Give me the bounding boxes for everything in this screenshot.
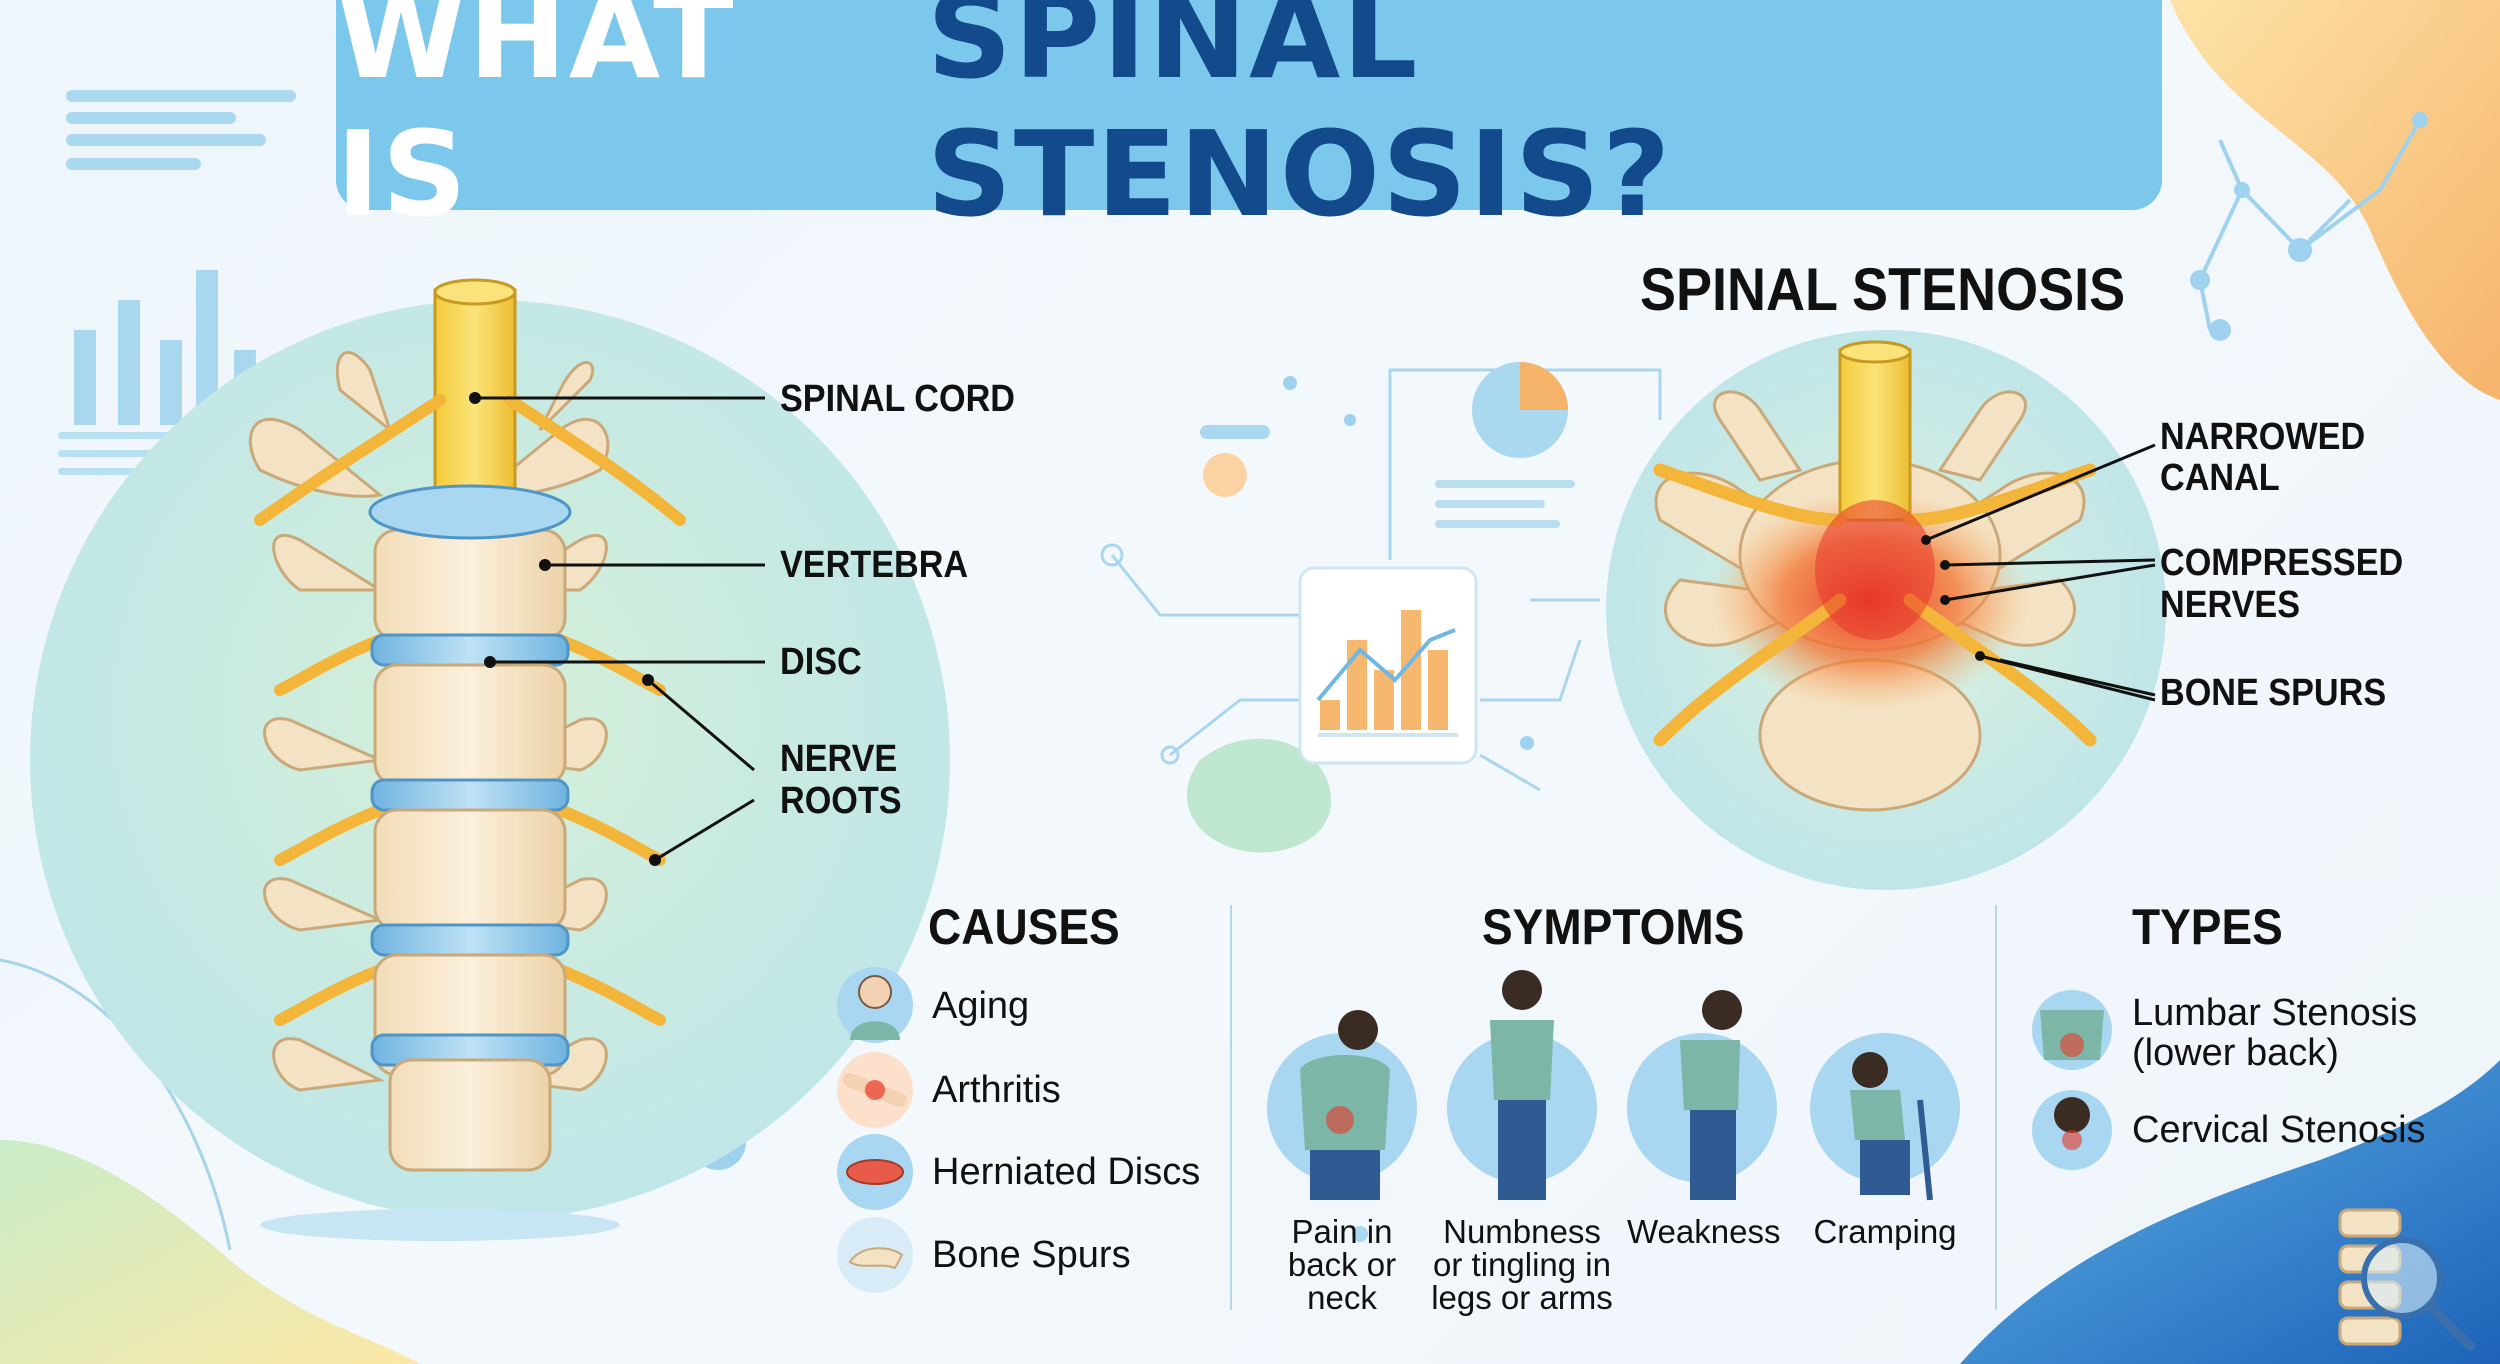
label-nerve-roots-line1: NERVE bbox=[780, 738, 898, 780]
cause-item-arthritis: Arthritis bbox=[932, 1069, 1061, 1111]
symptom-pain-line2: back or bbox=[1287, 1246, 1397, 1283]
inflamed-joint-icon bbox=[837, 1052, 913, 1128]
symptom-weakness: Weakness bbox=[1627, 1213, 1781, 1250]
label-narrowed-line1: NARROWED bbox=[2160, 416, 2366, 458]
weakness-icon bbox=[1627, 990, 1777, 1200]
lower-back-icon bbox=[2032, 990, 2112, 1070]
type-lumbar-line2: (lower back) bbox=[2132, 1032, 2339, 1074]
label-disc: DISC bbox=[780, 641, 862, 683]
label-bone-spurs: BONE SPURS bbox=[2160, 672, 2387, 714]
divider-symptoms-types bbox=[1995, 905, 1997, 1310]
cause-item-bone-spurs: Bone Spurs bbox=[932, 1234, 1131, 1276]
stenosis-diagram-title: SPINAL STENOSIS bbox=[1640, 256, 2126, 323]
label-compressed-line1: COMPRESSED bbox=[2160, 542, 2404, 584]
symptom-cramping: Cramping bbox=[1805, 1215, 1965, 1248]
numbness-icon bbox=[1447, 970, 1597, 1200]
herniated-disc-icon bbox=[837, 1134, 913, 1210]
type-item-lumbar: Lumbar Stenosis (lower back) bbox=[2132, 993, 2417, 1073]
symptoms-heading: SYMPTOMS bbox=[1482, 899, 1745, 955]
type-cervical-line1: Cervical Stenosis bbox=[2132, 1109, 2426, 1151]
cause-item-aging: Aging bbox=[932, 985, 1030, 1027]
bone-spur-icon bbox=[837, 1217, 913, 1293]
cause-item-herniated-discs: Herniated Discs bbox=[932, 1151, 1201, 1193]
symptom-numbness-line1: Numbness bbox=[1443, 1213, 1601, 1250]
cramping-icon bbox=[1810, 1033, 1960, 1201]
label-vertebra: VERTEBRA bbox=[780, 544, 969, 586]
symptom-pain: Pain in back or neck bbox=[1272, 1215, 1412, 1314]
label-spinal-cord: SPINAL CORD bbox=[780, 378, 1015, 420]
causes-heading: CAUSES bbox=[928, 899, 1120, 955]
label-compressed-line2: NERVES bbox=[2160, 584, 2301, 626]
vertebral-column bbox=[368, 484, 572, 1172]
symptom-numbness-line3: legs or arms bbox=[1431, 1279, 1613, 1316]
label-nerve-roots-line2: ROOTS bbox=[780, 780, 902, 822]
label-narrowed-line2: CANAL bbox=[2160, 457, 2280, 499]
symptom-numbness-line2: or tingling in bbox=[1433, 1246, 1611, 1283]
type-lumbar-line1: Lumbar Stenosis bbox=[2132, 992, 2418, 1034]
back-pain-icon bbox=[1267, 1010, 1417, 1200]
magnifying-glass-spine-icon bbox=[2338, 1208, 2475, 1351]
symptom-numbness: Numbness or tingling in legs or arms bbox=[1422, 1215, 1622, 1314]
symptom-pain-line3: neck bbox=[1307, 1279, 1377, 1316]
title-part-1: WHAT IS bbox=[336, 0, 736, 243]
types-heading: TYPES bbox=[2132, 899, 2283, 955]
symptom-weakness-line1: Weakness bbox=[1627, 1213, 1781, 1250]
elderly-person-icon bbox=[837, 967, 913, 1043]
symptom-cramping-line1: Cramping bbox=[1813, 1213, 1957, 1250]
divider-causes-symptoms bbox=[1230, 905, 1232, 1310]
type-item-cervical: Cervical Stenosis bbox=[2132, 1110, 2426, 1150]
nerve-roots bbox=[254, 394, 686, 1026]
symptom-pain-line1: Pain in bbox=[1291, 1213, 1393, 1250]
neck-icon bbox=[2032, 1090, 2112, 1170]
title-banner: WHAT IS SPINAL STENOSIS? bbox=[336, 0, 2162, 243]
title-part-2: SPINAL STENOSIS? bbox=[926, 0, 1673, 243]
